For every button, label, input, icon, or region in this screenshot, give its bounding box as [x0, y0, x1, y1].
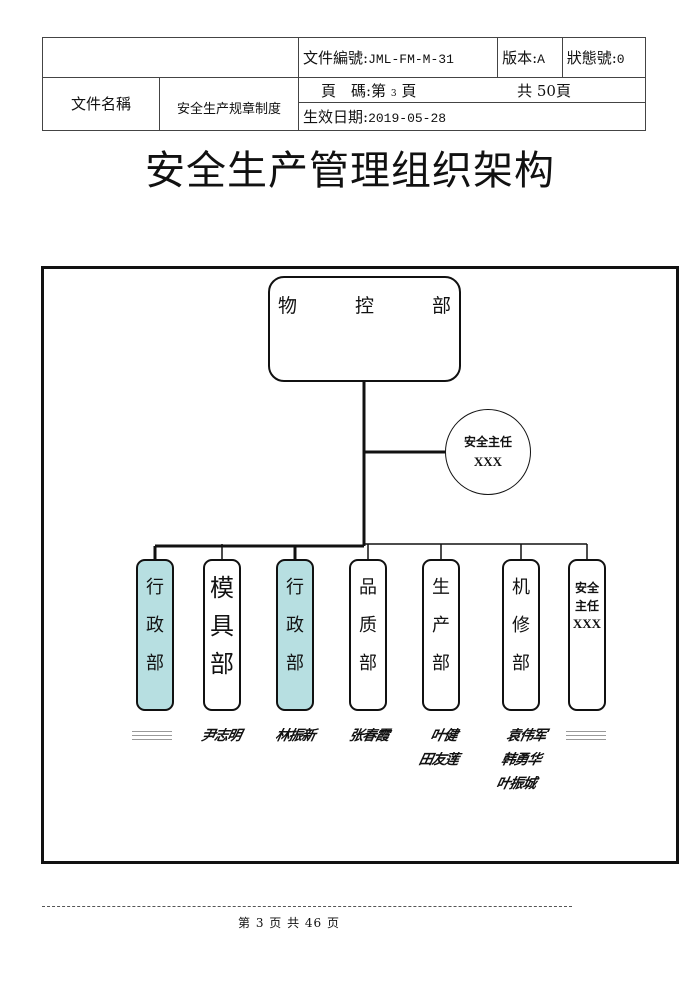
doc-number-cell: 文件編號:JML-FM-M-31 — [297, 37, 499, 78]
person-name: 尹志明 — [199, 728, 243, 744]
page-info-cell: 頁 碼:第 3 頁 共 50頁 — [298, 76, 646, 104]
dept-char: 政 — [286, 615, 304, 636]
dept-char: 具 — [210, 612, 234, 640]
dept-box-admin-1: 行 政 部 — [136, 559, 174, 711]
dept-name-xxx: XXX — [572, 616, 602, 631]
person-name: 林振新 — [273, 728, 317, 744]
doc-number-value: JML-FM-M-31 — [368, 51, 454, 67]
page-unit: 頁 — [401, 81, 417, 100]
page-total: 50 — [536, 81, 556, 100]
dept-box-quality: 品 质 部 — [349, 559, 387, 711]
footer-page-number: 第 3 页 共 46 页 — [238, 916, 340, 930]
dept-box-production: 生 产 部 — [422, 559, 460, 711]
dept-char: 生 — [432, 577, 450, 598]
root-char: 控 — [354, 295, 374, 317]
person-name: 田友莲 — [417, 752, 460, 768]
status-label: 狀態號: — [566, 48, 617, 67]
root-char: 部 — [431, 295, 451, 317]
dept-char: 安全 — [574, 581, 599, 595]
dept-char: 部 — [359, 653, 377, 674]
dept-char: 机 — [512, 577, 530, 598]
dept-char: 政 — [146, 615, 164, 636]
dept-box-admin-2: 行 政 部 — [276, 559, 314, 711]
status-value: 0 — [616, 51, 625, 67]
dept-char: 部 — [286, 653, 304, 674]
page-total-label: 共 — [517, 81, 533, 100]
effective-date-label: 生效日期: — [303, 108, 369, 127]
person-name: 袁伟军 — [504, 728, 548, 744]
person-name: 韩勇华 — [499, 752, 543, 768]
org-chart-frame — [41, 266, 679, 864]
blurred-signature — [132, 728, 172, 744]
dept-people-production: 叶健 田友莲 — [403, 724, 479, 772]
root-char: 物 — [278, 295, 298, 317]
dept-char: 部 — [146, 653, 164, 674]
file-name-value: 安全生产规章制度 — [159, 76, 299, 132]
effective-date-value: 2019-05-28 — [368, 111, 447, 127]
dept-char: 质 — [359, 615, 377, 636]
person-name: 叶健 — [428, 728, 459, 744]
dept-people-quality: 张春霞 — [333, 724, 404, 748]
dept-people-admin-2: 林振新 — [259, 724, 330, 748]
safety-director-node: 安全主任 XXX — [445, 409, 531, 495]
safety-director-title: 安全主任 — [463, 435, 512, 449]
page-current: 3 — [390, 88, 397, 99]
footer-divider — [42, 906, 572, 907]
dept-char: 部 — [210, 650, 234, 678]
root-node-wukong-dept: 物 控 部 — [268, 276, 461, 382]
version-label: 版本: — [502, 48, 538, 67]
dept-people-mold: 尹志明 — [185, 724, 256, 748]
dept-char: 部 — [512, 653, 530, 674]
dept-char: 修 — [512, 615, 530, 636]
dept-box-safety-director: 安全 主任 XXX — [568, 559, 606, 711]
dept-char: 行 — [286, 577, 304, 598]
dept-char: 模 — [210, 574, 234, 602]
dept-char: 主任 — [574, 599, 599, 613]
effective-date-cell: 生效日期:2019-05-28 — [298, 102, 646, 131]
safety-director-name: XXX — [473, 454, 503, 469]
version-value: A — [537, 51, 545, 67]
dept-char: 产 — [432, 615, 450, 636]
person-name: 张春霞 — [347, 728, 391, 744]
file-name-label: 文件名稱 — [42, 76, 160, 132]
document-header-table: 文件編號:JML-FM-M-31 版本:A 狀態號:0 文件名稱 安全生产规章制… — [42, 37, 647, 132]
page-total-unit: 頁 — [555, 81, 571, 100]
page-title: 安全生产管理组织架构 — [145, 148, 555, 194]
dept-box-maintenance: 机 修 部 — [502, 559, 540, 711]
dept-char: 部 — [432, 653, 450, 674]
status-cell: 狀態號:0 — [561, 37, 647, 78]
dept-char: 行 — [146, 577, 164, 598]
blurred-signature — [566, 728, 606, 744]
page-label: 頁 碼:第 — [321, 81, 387, 100]
dept-box-mold: 模 具 部 — [203, 559, 241, 711]
person-name: 叶振城 — [494, 776, 538, 792]
dept-char: 品 — [359, 577, 377, 598]
doc-number-label: 文件編號: — [303, 48, 369, 67]
